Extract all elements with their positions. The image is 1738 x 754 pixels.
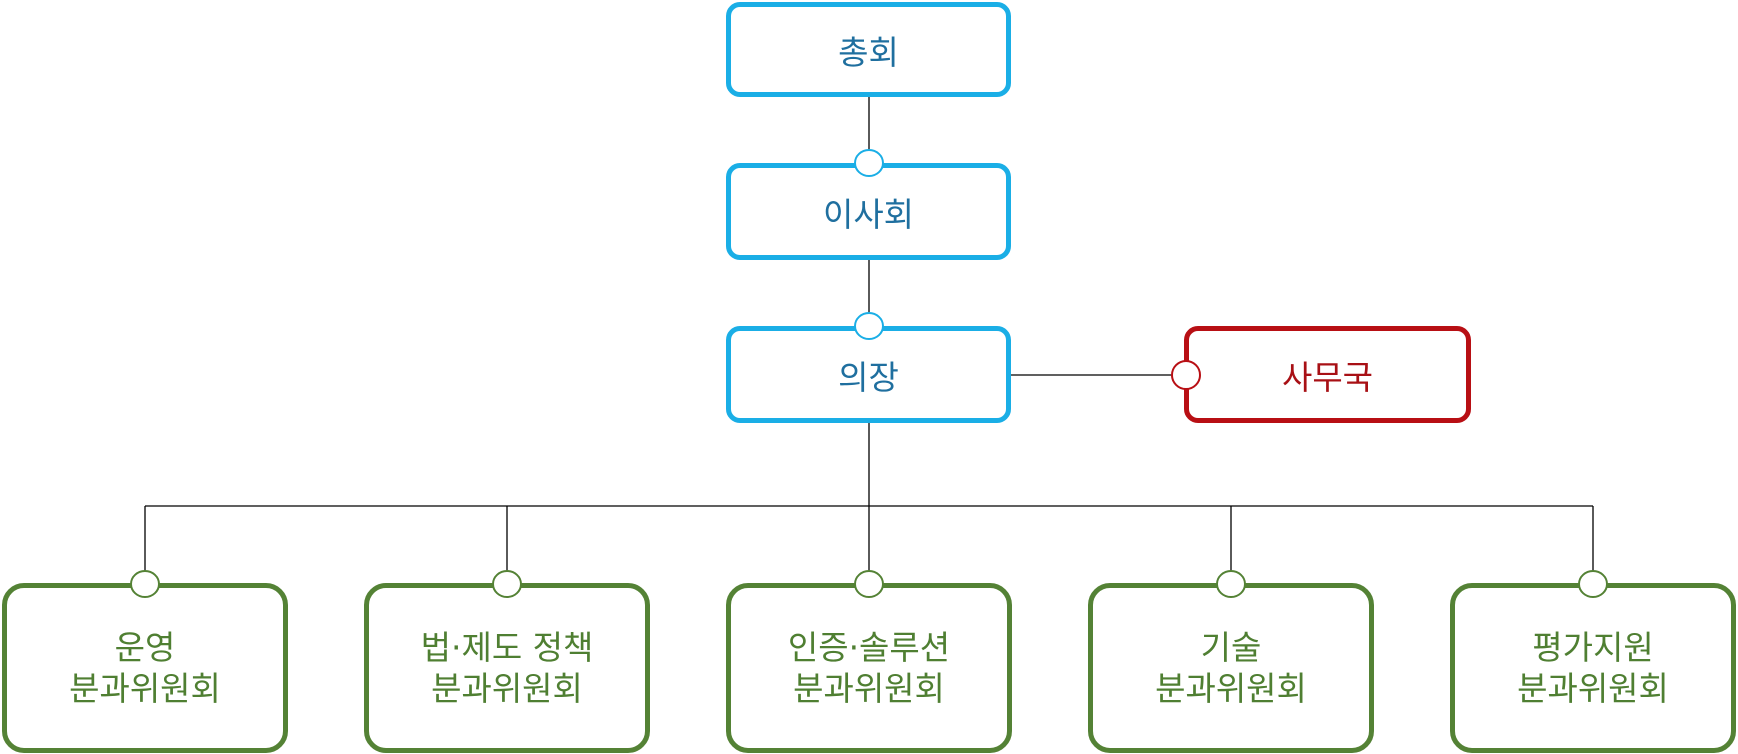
committee-label-line1: 평가지원 xyxy=(1532,628,1654,667)
port-committee-3 xyxy=(854,570,884,598)
chair-box: 의장 xyxy=(726,326,1011,423)
port-secretariat-left xyxy=(1171,360,1201,390)
chair-label: 의장 xyxy=(838,357,899,397)
committee-box-technology: 기술 분과위원회 xyxy=(1088,583,1374,753)
committee-label-line1: 법·제도 정책 xyxy=(420,628,594,667)
secretariat-label: 사무국 xyxy=(1281,357,1374,397)
port-committee-2 xyxy=(492,570,522,598)
port-board-top xyxy=(854,149,884,177)
port-committee-4 xyxy=(1216,570,1246,598)
committee-label-line1: 기술 xyxy=(1200,628,1262,667)
committee-box-law-policy: 법·제도 정책 분과위원회 xyxy=(364,583,650,753)
secretariat-box: 사무국 xyxy=(1184,326,1471,423)
committee-label-line2: 분과위원회 xyxy=(69,669,221,708)
committee-label-line1: 인증·솔루션 xyxy=(787,628,951,667)
board-label: 이사회 xyxy=(822,194,915,234)
port-committee-5 xyxy=(1578,570,1608,598)
general-assembly-box: 총회 xyxy=(726,2,1011,97)
committee-box-evaluation: 평가지원 분과위원회 xyxy=(1450,583,1736,753)
port-chair-top xyxy=(854,312,884,340)
committee-box-operations: 운영 분과위원회 xyxy=(2,583,288,753)
board-box: 이사회 xyxy=(726,163,1011,260)
committee-label-line2: 분과위원회 xyxy=(1155,669,1307,708)
committee-label-line2: 분과위원회 xyxy=(431,669,583,708)
committee-label-line2: 분과위원회 xyxy=(793,669,945,708)
committee-label-line2: 분과위원회 xyxy=(1517,669,1669,708)
committee-label-line1: 운영 xyxy=(114,628,176,667)
general-assembly-label: 총회 xyxy=(838,32,899,72)
port-committee-1 xyxy=(130,570,160,598)
